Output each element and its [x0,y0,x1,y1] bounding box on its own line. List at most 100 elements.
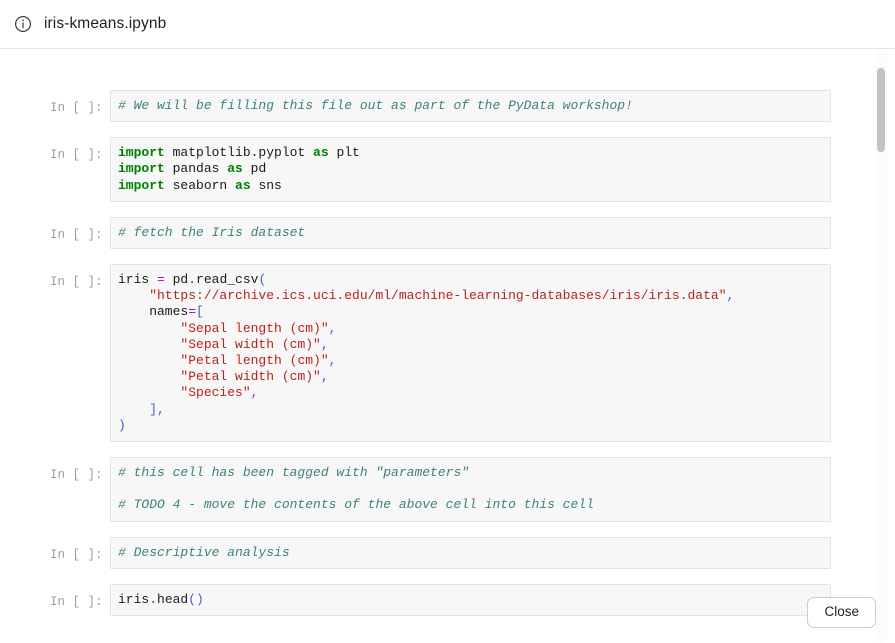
token-plain [118,402,149,417]
cell-source: # this cell has been tagged with "parame… [118,465,824,514]
code-line: "Sepal width (cm)", [118,337,824,353]
code-line: import matplotlib.pyplot as plt [118,145,824,161]
cell-source: # We will be filling this file out as pa… [118,98,824,114]
token-plain [118,353,180,368]
cell-prompt: In [ ]: [50,148,103,163]
token-op: . [149,591,158,607]
token-punct: , [320,369,329,385]
token-string: "https://archive.ics.uci.edu/ml/machine-… [149,288,727,304]
cell-prompt: In [ ]: [50,547,103,562]
token-punct: [ [196,304,204,320]
code-line: # this cell has been tagged with "parame… [118,465,824,481]
notebook-cell[interactable]: In [ ]: # this cell has been tagged with … [50,457,895,522]
token-comment: # TODO 4 - move the contents of the abov… [118,497,594,513]
code-line: "Petal length (cm)", [118,353,824,369]
token-punct: , [726,288,735,304]
token-punct: ( [258,272,267,288]
code-line: ], [118,402,824,418]
token-keyword: import [118,145,165,161]
page-title: iris-kmeans.ipynb [44,15,167,32]
cell-editor[interactable]: # fetch the Iris dataset [110,216,831,250]
cell-prompt: In [ ]: [50,468,103,483]
token-plain: head [157,591,189,607]
token-plain: pandas [164,161,228,177]
token-punct: , [328,353,337,369]
code-line: ) [118,418,824,434]
cell-editor[interactable]: iris = pd.read_csv( "https://archive.ics… [110,264,831,443]
code-line: iris.head() [118,592,824,608]
token-punct: () [188,591,204,607]
token-keyword: as [313,145,329,161]
notebook-panel: In [ ]: # We will be filling this file ou… [0,49,895,643]
token-string: "Sepal width (cm)" [180,336,321,352]
token-op: = [188,304,197,320]
code-line [118,481,824,497]
cell-editor[interactable]: iris.head() [110,583,831,617]
cell-source: iris = pd.read_csv( "https://archive.ics… [118,272,824,434]
token-plain [118,337,180,352]
token-punct: ) [118,417,126,433]
token-comment: # Descriptive analysis [118,544,290,560]
cell-source: # fetch the Iris dataset [118,225,824,241]
token-comment: # this cell has been tagged with "parame… [118,465,470,481]
notebook-cell[interactable]: In [ ]:iris = pd.read_csv( "https://arch… [50,264,895,443]
code-line: names=[ [118,304,824,320]
token-string: "Species" [180,385,251,401]
titlebar: iris-kmeans.ipynb [0,0,895,49]
token-keyword: import [118,161,165,177]
token-string: "Sepal length (cm)" [180,320,329,336]
notebook-scroll-region[interactable]: In [ ]: # We will be filling this file ou… [0,49,895,643]
cell-prompt: In [ ]: [50,101,103,115]
cell-source: # Descriptive analysis [118,545,824,561]
cell-editor[interactable]: # We will be filling this file out as pa… [110,90,831,123]
token-plain: iris [118,272,158,288]
token-string: "Petal width (cm)" [180,369,321,385]
token-keyword: import [118,177,165,193]
token-plain [118,385,180,400]
cell-editor[interactable]: # Descriptive analysis [110,536,831,569]
close-button[interactable]: Close [807,597,876,628]
token-plain [118,288,149,303]
notebook-cell[interactable]: In [ ]: # fetch the Iris dataset [50,216,895,250]
notebook-scrollbar[interactable] [875,49,887,643]
code-line: # fetch the Iris dataset [118,225,824,241]
cell-editor[interactable]: # this cell has been tagged with "parame… [110,457,831,522]
code-line: # We will be filling this file out as pa… [118,98,824,114]
info-circle-icon [14,15,32,33]
token-plain: pd [164,272,189,288]
token-plain: pd [242,161,267,177]
token-plain: names [118,304,189,320]
token-string: "Petal length (cm)" [180,353,329,369]
cell-prompt: In [ ]: [50,594,103,609]
cell-source: iris.head() [118,592,824,608]
token-keyword: as [227,161,243,177]
token-plain: read_csv [196,272,259,288]
notebook-cell[interactable]: In [ ]: # Descriptive analysis [50,536,895,569]
token-comment: # We will be filling this file out as pa… [118,98,633,113]
token-plain: seaborn [164,177,236,193]
token-punct: , [250,385,259,401]
notebook-cell[interactable]: In [ ]: # We will be filling this file ou… [50,90,895,123]
notebook-scrollbar-thumb[interactable] [877,68,885,152]
token-plain: iris [118,591,150,607]
token-plain: plt [328,145,360,161]
code-line: # TODO 4 - move the contents of the abov… [118,497,824,513]
code-line: "Petal width (cm)", [118,369,824,385]
code-line: iris = pd.read_csv( [118,272,824,288]
token-plain [118,321,180,336]
token-op: . [188,272,197,288]
token-comment: # fetch the Iris dataset [118,224,306,240]
token-plain: matplotlib.pyplot [164,145,314,161]
cell-prompt: In [ ]: [50,227,103,242]
token-plain [118,369,180,384]
token-plain: sns [250,177,282,193]
code-line: import pandas as pd [118,161,824,177]
notebook-cell[interactable]: In [ ]: iris.head() [50,583,895,617]
notebook-cell-list: In [ ]: # We will be filling this file ou… [0,49,895,617]
code-line: "Species", [118,385,824,401]
token-punct: , [328,320,337,336]
token-punct: , [320,336,329,352]
